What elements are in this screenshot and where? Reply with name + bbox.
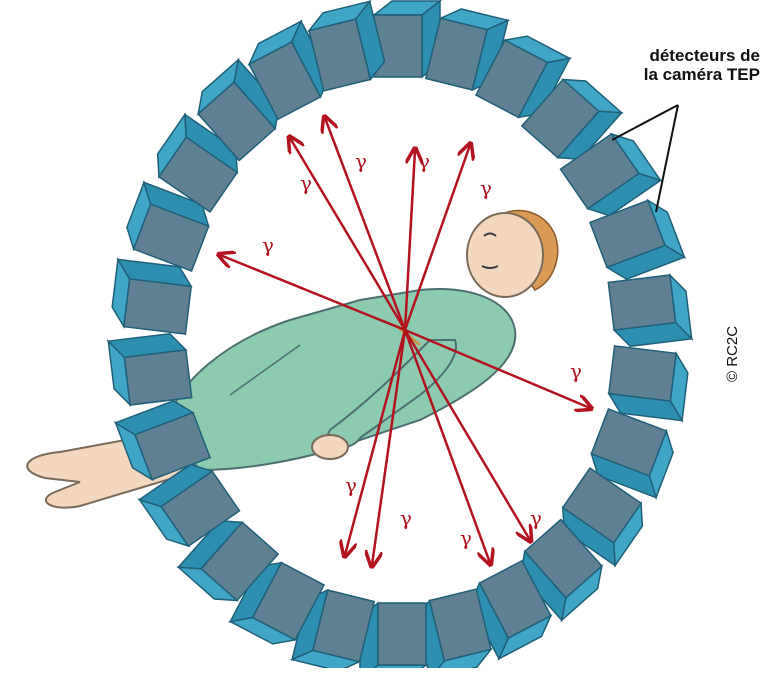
detector-block (608, 273, 691, 348)
detector-front-face (124, 350, 191, 405)
gamma-label: γ (570, 359, 582, 383)
detector-block (607, 346, 690, 421)
detectors-label: détecteurs de la caméra TEP (600, 46, 760, 84)
gamma-ray-line (290, 138, 405, 330)
gamma-label: γ (345, 473, 357, 497)
detectors-label-line1: détecteurs de (600, 46, 760, 65)
patient-hand (312, 435, 348, 459)
gamma-label: γ (262, 233, 274, 257)
gamma-label: γ (300, 171, 312, 195)
detector-front-face (608, 275, 675, 330)
detector-front-face (609, 346, 676, 401)
detectors-label-line2: la caméra TEP (600, 65, 760, 84)
patient-head (467, 213, 543, 297)
patient-figure (27, 211, 557, 508)
gamma-label: γ (355, 149, 367, 173)
callout-line (656, 105, 678, 212)
detector-block (110, 259, 193, 334)
gamma-label: γ (400, 506, 412, 530)
gamma-label: γ (418, 149, 430, 173)
gamma-label: γ (460, 526, 472, 550)
detector-front-face (378, 603, 426, 665)
copyright-notice: © RC2C (724, 326, 741, 382)
gamma-label: γ (480, 176, 492, 200)
detector-front-face (124, 279, 191, 334)
detector-block (108, 332, 191, 407)
gamma-label: γ (530, 506, 542, 530)
callout-line (612, 105, 678, 140)
